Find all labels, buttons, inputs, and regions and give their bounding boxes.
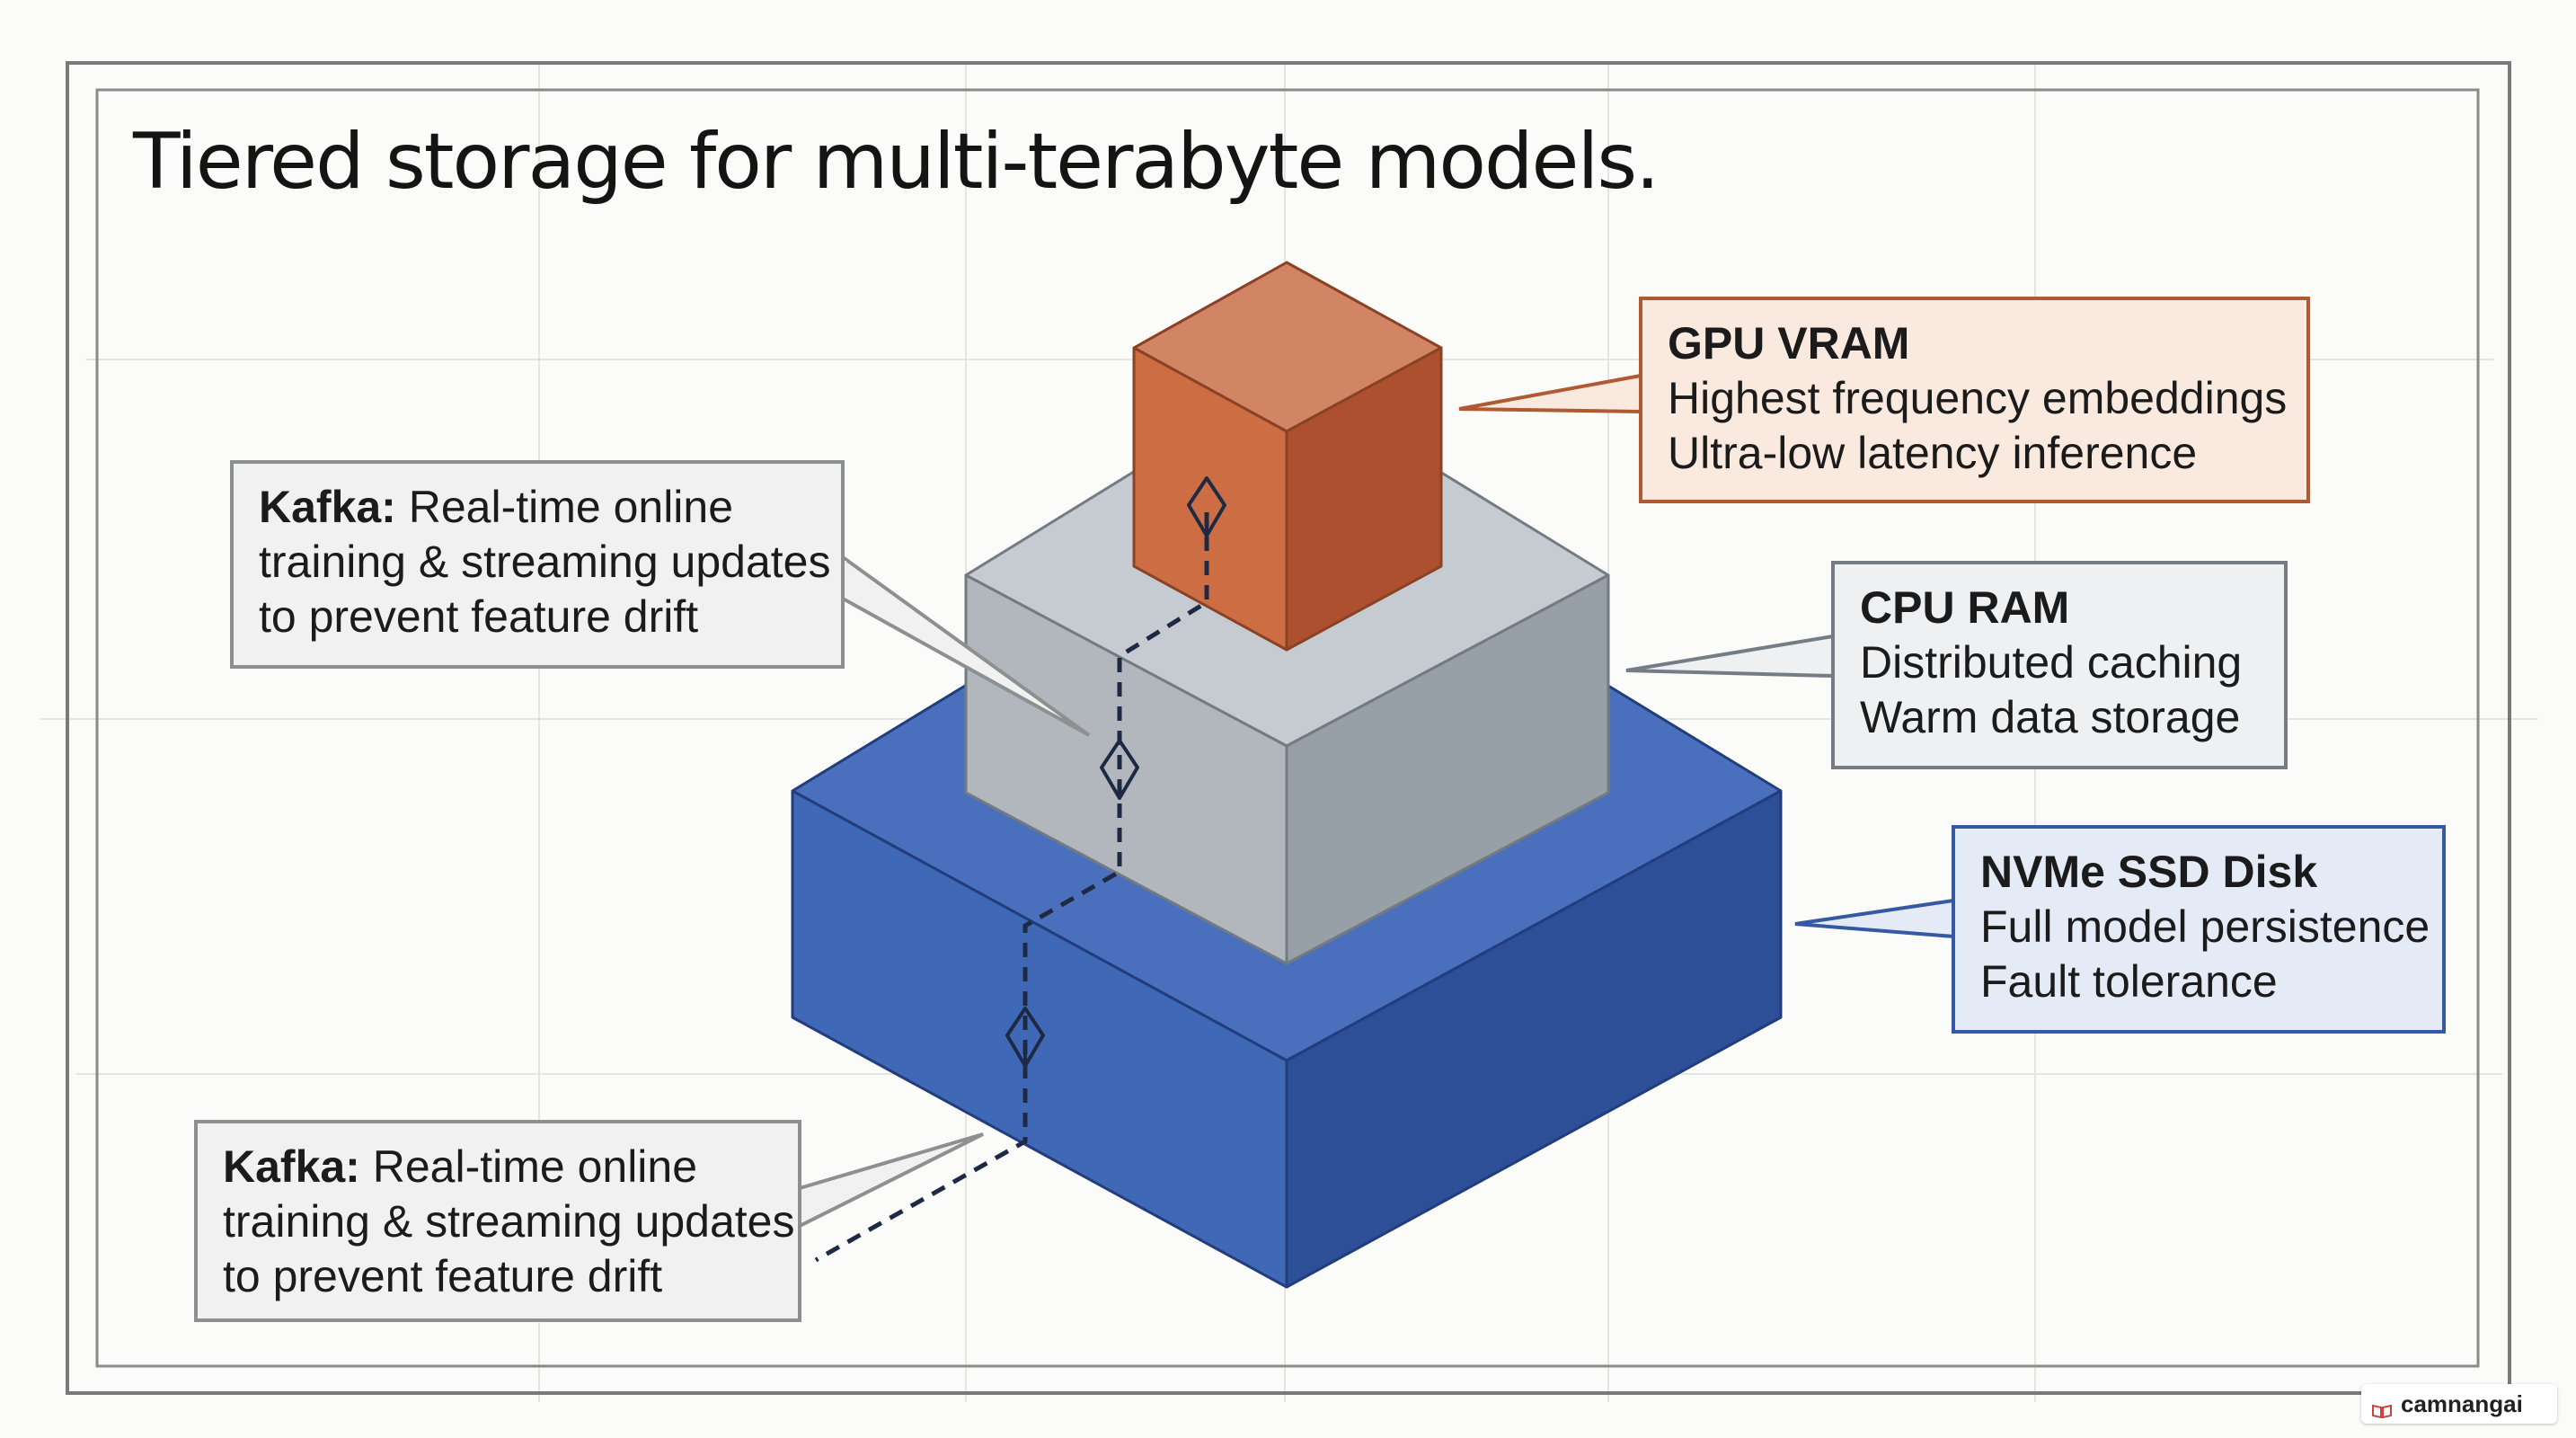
gpu-block-right [1285, 346, 1443, 652]
gpu-vram-line-1: Highest frequency embeddings [1668, 373, 2288, 423]
cpu-ram-line-1: Distributed caching [1860, 637, 2243, 688]
gpu-vram-line-2: Ultra-low latency inference [1668, 428, 2198, 478]
nvme-ssd-callout: NVMe SSD Disk Full model persistence Fau… [1952, 825, 2446, 1034]
watermark-badge: camnangai [2361, 1384, 2557, 1424]
kafka-callout-bottom: Kafka: Real-time online training & strea… [194, 1120, 801, 1322]
watermark-text: camnangai [2401, 1389, 2523, 1417]
slide-title: Tiered storage for multi-terabyte models… [133, 117, 1660, 207]
book-icon [2372, 1397, 2392, 1419]
diamond-icon-gpu [1187, 476, 1226, 537]
gpu-pointer [1458, 373, 1642, 414]
kafka-top-line-1-text: Real-time online [408, 482, 734, 532]
nvme-ssd-line-1: Full model persistence [1980, 901, 2430, 952]
nvme-ssd-heading: NVMe SSD Disk [1980, 847, 2318, 897]
cpu-ram-heading: CPU RAM [1860, 582, 2070, 633]
kafka-top-line-2: training & streaming updates [259, 537, 831, 587]
nvme-ssd-line-2: Fault tolerance [1980, 956, 2278, 1007]
kafka-dashed-path [814, 512, 1209, 1263]
diamond-icon-cpu [1100, 739, 1139, 800]
outer-frame [66, 61, 2511, 1395]
cpu-block-right [1285, 573, 1610, 965]
kafka-bottom-line-3: to prevent feature drift [223, 1251, 663, 1301]
nvme-pointer [1794, 898, 1955, 939]
cpu-ram-line-2: Warm data storage [1860, 692, 2241, 742]
kafka-bottom-line-2: training & streaming updates [223, 1196, 795, 1247]
diamond-icon-nvme [1005, 1007, 1045, 1068]
kafka-top-line-3: to prevent feature drift [259, 591, 699, 642]
kafka-top-label: Kafka: [259, 482, 396, 532]
cpu-pointer [1625, 634, 1835, 679]
gpu-vram-callout: GPU VRAM Highest frequency embeddings Ul… [1639, 297, 2310, 503]
nvme-block-right [1285, 789, 1783, 1289]
inner-frame [95, 88, 2480, 1368]
kafka-top-line-1: Kafka: Real-time online [259, 480, 816, 535]
gpu-vram-heading: GPU VRAM [1668, 318, 1910, 368]
gpu-block [1132, 261, 1443, 652]
cpu-ram-callout: CPU RAM Distributed caching Warm data st… [1831, 561, 2288, 769]
kafka-bottom-line-1: Kafka: Real-time online [223, 1140, 773, 1194]
kafka-callout-top: Kafka: Real-time online training & strea… [230, 460, 845, 669]
kafka-bottom-line-1-text: Real-time online [372, 1141, 698, 1192]
kafka-diamond-icons [1005, 476, 1226, 1068]
kafka-bottom-label: Kafka: [223, 1141, 360, 1192]
